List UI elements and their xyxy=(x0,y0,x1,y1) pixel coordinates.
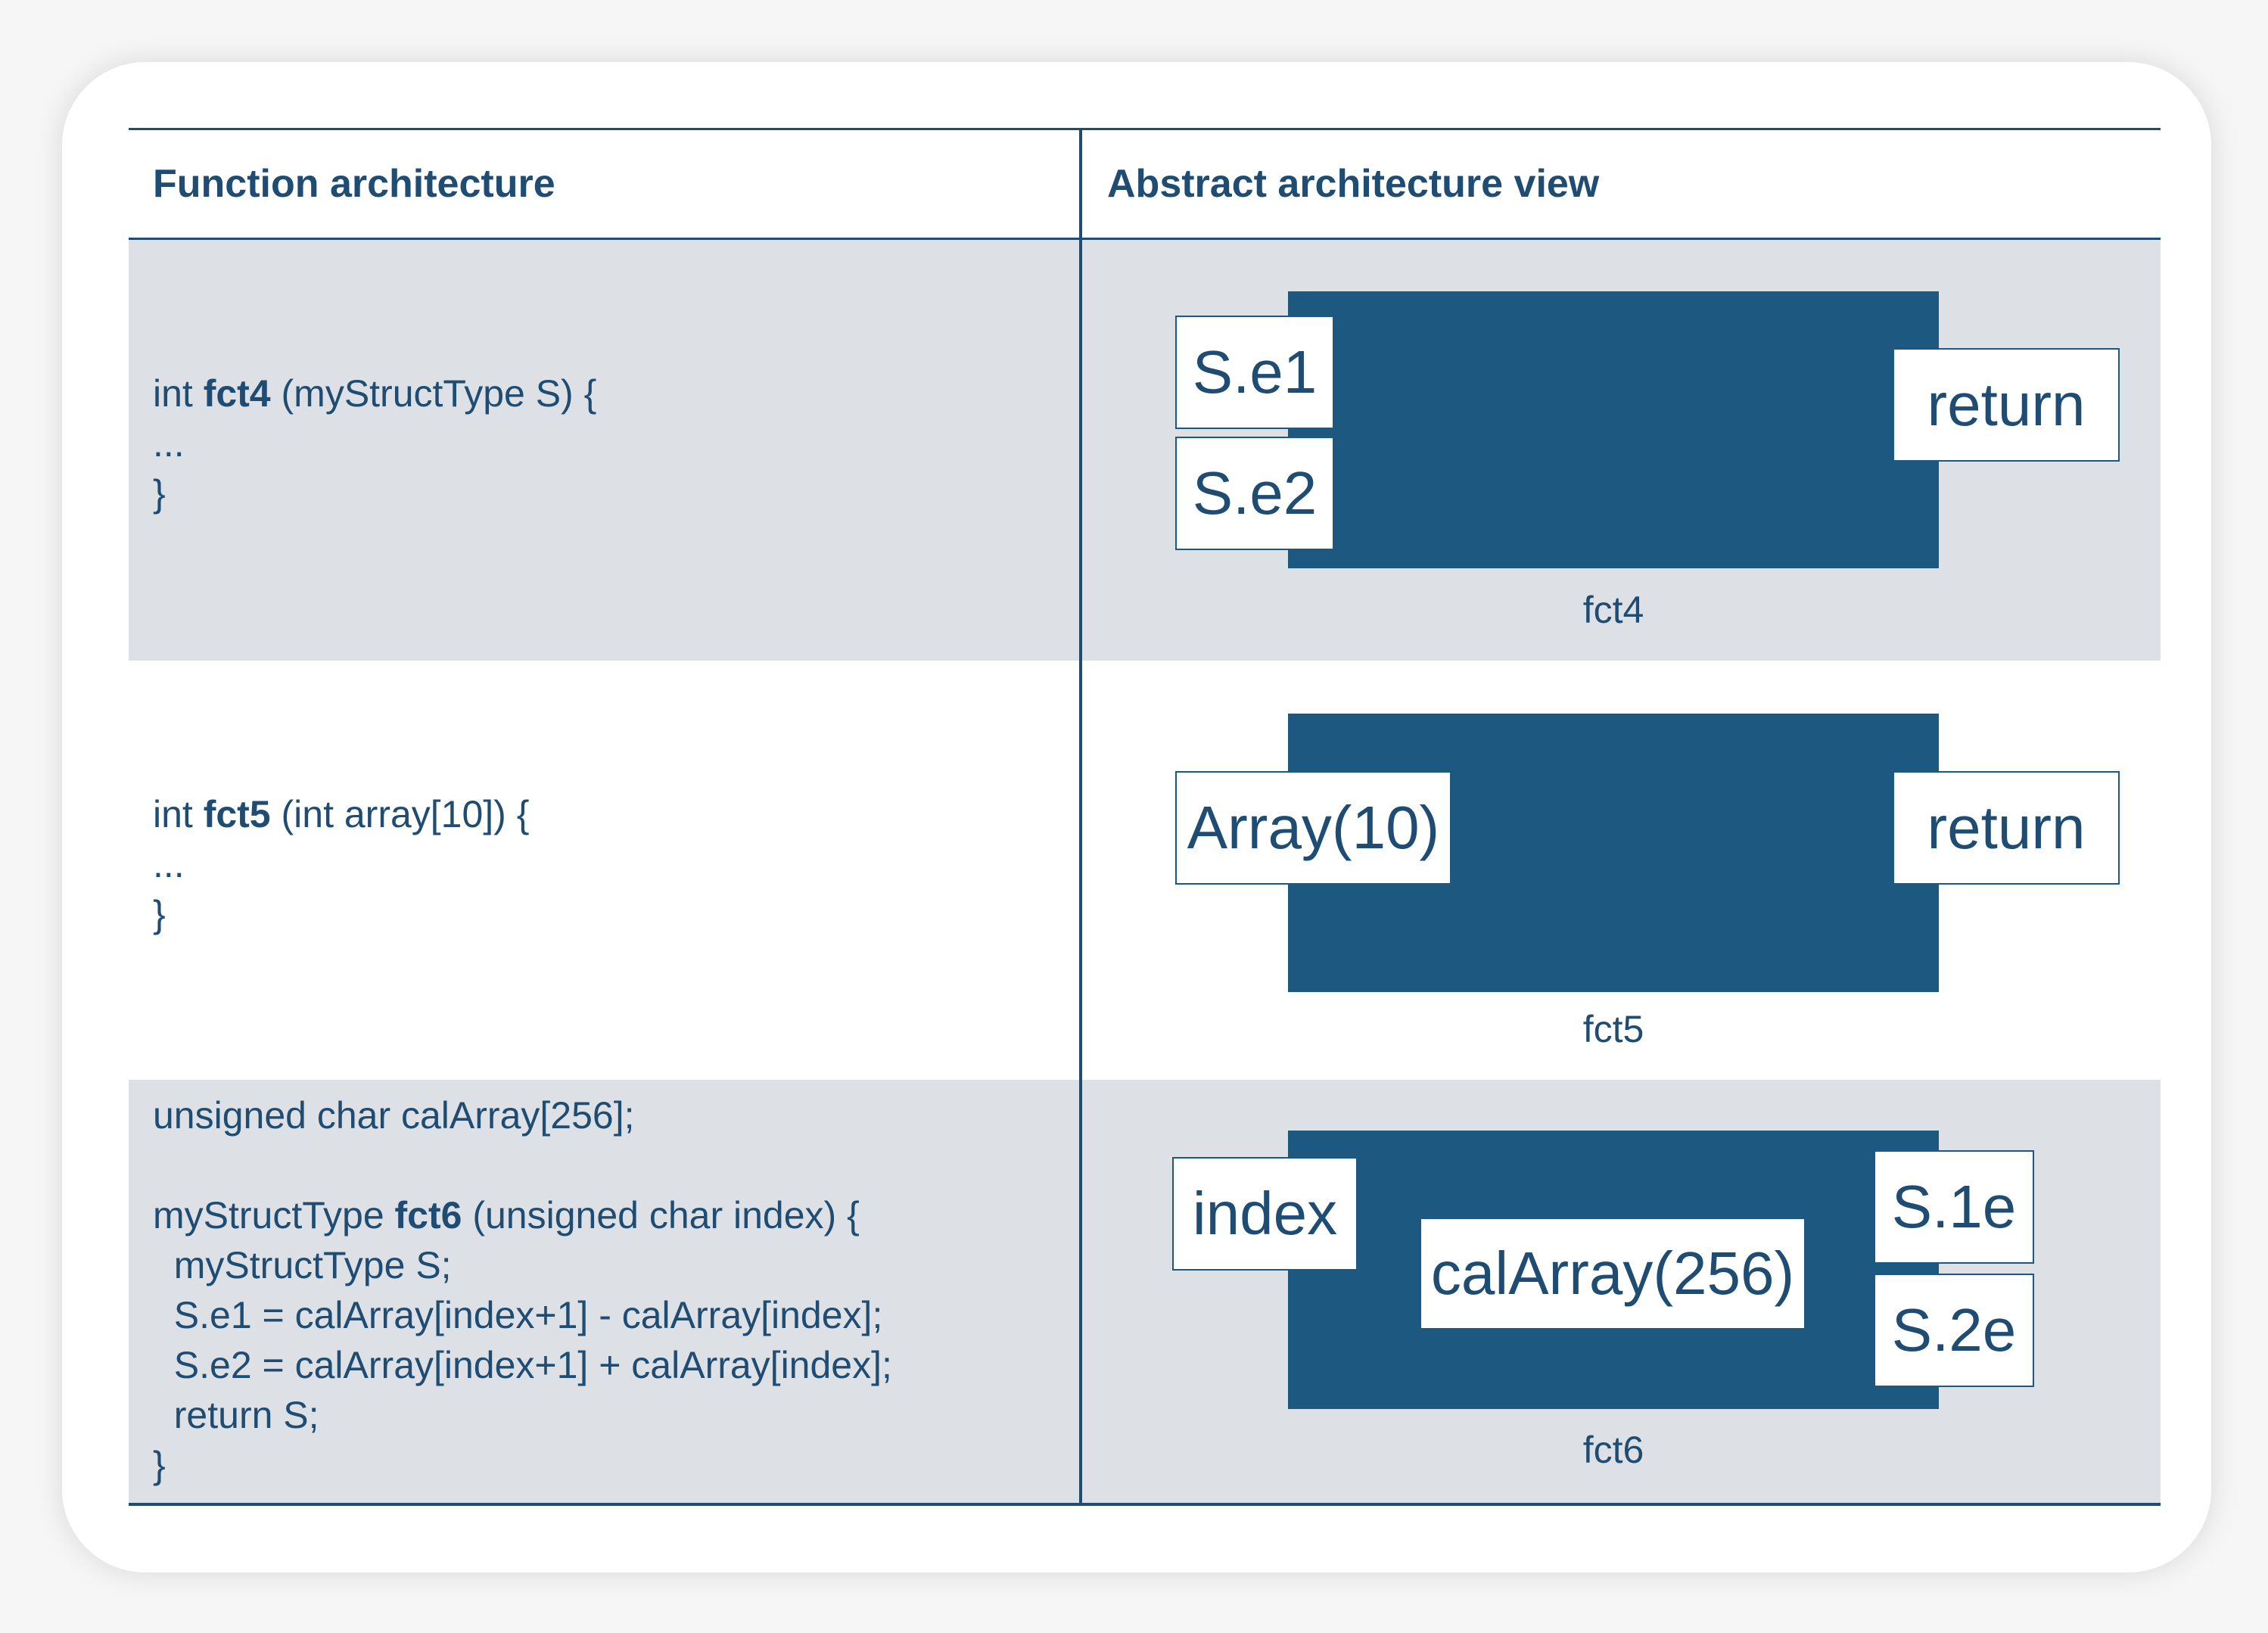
code-line: } xyxy=(153,472,166,515)
header-function-architecture: Function architecture xyxy=(153,162,555,206)
code-line: } xyxy=(153,893,166,935)
function-name: fct6 xyxy=(394,1194,462,1236)
internal-array: calArray(256) xyxy=(1420,1218,1806,1330)
input-port: S.e2 xyxy=(1175,437,1334,550)
diagram-fct6: index calArray(256) S.1e S.2e fct6 xyxy=(1082,1080,2161,1503)
code-line: int fct4 (myStructType S) { xyxy=(153,372,597,415)
code-line: } xyxy=(153,1444,166,1486)
table-bottom-rule xyxy=(129,1503,2161,1506)
output-port: return xyxy=(1893,348,2120,462)
function-name: fct5 xyxy=(203,793,271,835)
input-port: index xyxy=(1172,1157,1358,1271)
function-name: fct4 xyxy=(203,372,271,415)
code-line: S.e1 = calArray[index+1] - calArray[inde… xyxy=(153,1294,883,1336)
code-line: ... xyxy=(153,422,185,465)
code-line: myStructType fct6 (unsigned char index) … xyxy=(153,1194,860,1236)
output-port: return xyxy=(1893,771,2120,885)
input-port: Array(10) xyxy=(1175,771,1451,885)
table-row-fct4: int fct4 (myStructType S) { ... } S.e1 S… xyxy=(129,240,2161,661)
code-line: ... xyxy=(153,843,185,885)
diagram-caption: fct4 xyxy=(1582,589,1644,631)
table-top-rule xyxy=(129,128,2161,130)
function-block xyxy=(1288,291,1939,568)
output-port: S.2e xyxy=(1874,1274,2034,1387)
input-port: S.e1 xyxy=(1175,316,1334,429)
code-fct5: int fct5 (int array[10]) { ... } xyxy=(153,789,529,939)
code-line: myStructType S; xyxy=(153,1244,452,1286)
diagram-fct4: S.e1 S.e2 return fct4 xyxy=(1082,240,2161,661)
header-abstract-architecture-view: Abstract architecture view xyxy=(1107,162,1600,206)
architecture-table: Function architecture Abstract architect… xyxy=(129,128,2161,1506)
table-row-fct5: int fct5 (int array[10]) { ... } Array(1… xyxy=(129,661,2161,1080)
code-line: unsigned char calArray[256]; xyxy=(153,1094,635,1137)
column-divider xyxy=(1079,128,1082,1506)
header-rule xyxy=(129,238,2161,240)
diagram-caption: fct5 xyxy=(1582,1008,1644,1050)
code-line: int fct5 (int array[10]) { xyxy=(153,793,530,835)
output-port: S.1e xyxy=(1874,1150,2034,1264)
diagram-fct5: Array(10) return fct5 xyxy=(1082,661,2161,1080)
code-fct6: unsigned char calArray[256]; myStructTyp… xyxy=(153,1090,892,1490)
code-line: S.e2 = calArray[index+1] + calArray[inde… xyxy=(153,1344,892,1386)
table-row-fct6: unsigned char calArray[256]; myStructTyp… xyxy=(129,1080,2161,1503)
diagram-caption: fct6 xyxy=(1582,1429,1644,1471)
code-fct4: int fct4 (myStructType S) { ... } xyxy=(153,369,596,518)
code-line: return S; xyxy=(153,1394,319,1436)
